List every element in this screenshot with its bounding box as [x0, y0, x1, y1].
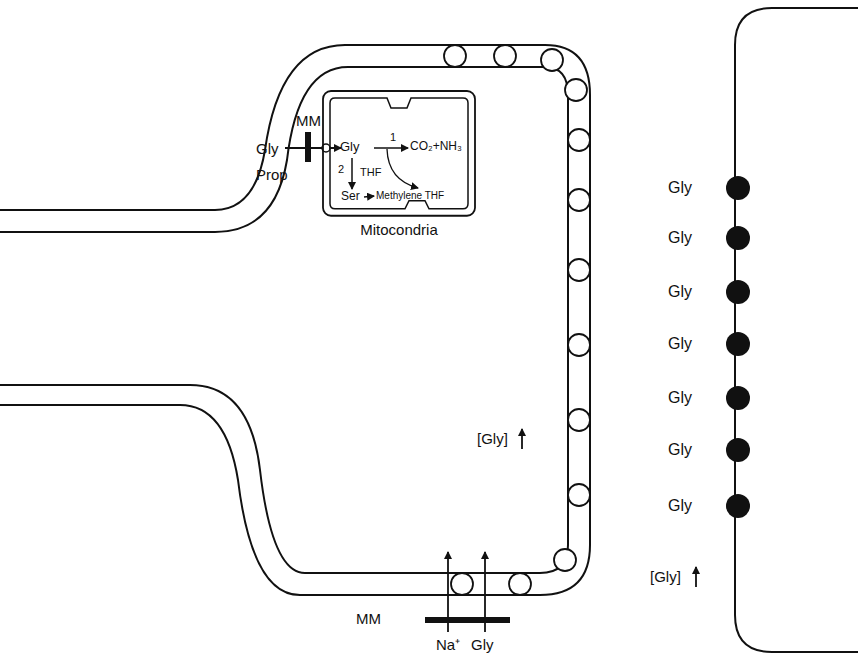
substrate-label: Gly [256, 140, 279, 157]
transmitter-label: Gly [668, 389, 692, 407]
membrane-label: MM [296, 112, 321, 129]
receptors [726, 176, 750, 518]
organelle-name: Mitocondria [322, 221, 476, 238]
reaction-number: 2 [338, 163, 344, 176]
transmitter-label: Gly [668, 179, 692, 197]
transmitter-label: Gly [668, 441, 692, 459]
cofactor-label: THF [360, 166, 381, 179]
substrate-label: Gly [340, 140, 360, 155]
transport-label: Gly [471, 636, 494, 653]
transmitter-label: Gly [668, 335, 692, 353]
transmitter-label: Gly [668, 283, 692, 301]
inhibitor-label: Prop [256, 166, 288, 183]
transport-label: [Gly] [650, 568, 681, 585]
transport-label: Na⁺ [436, 636, 460, 653]
transmitter-label: Gly [668, 229, 692, 247]
product-label: CO₂+NH₃ [410, 140, 462, 154]
product-label: Methylene THF [376, 190, 444, 202]
concentration-label: [Gly] [477, 430, 508, 447]
transmitter-label: Gly [668, 497, 692, 515]
vesicles [444, 45, 590, 595]
product-label: Ser [341, 190, 360, 204]
transport-label: MM [356, 610, 381, 627]
reaction-number: 1 [390, 131, 396, 144]
mitochondrion: Mitocondria [322, 90, 476, 242]
